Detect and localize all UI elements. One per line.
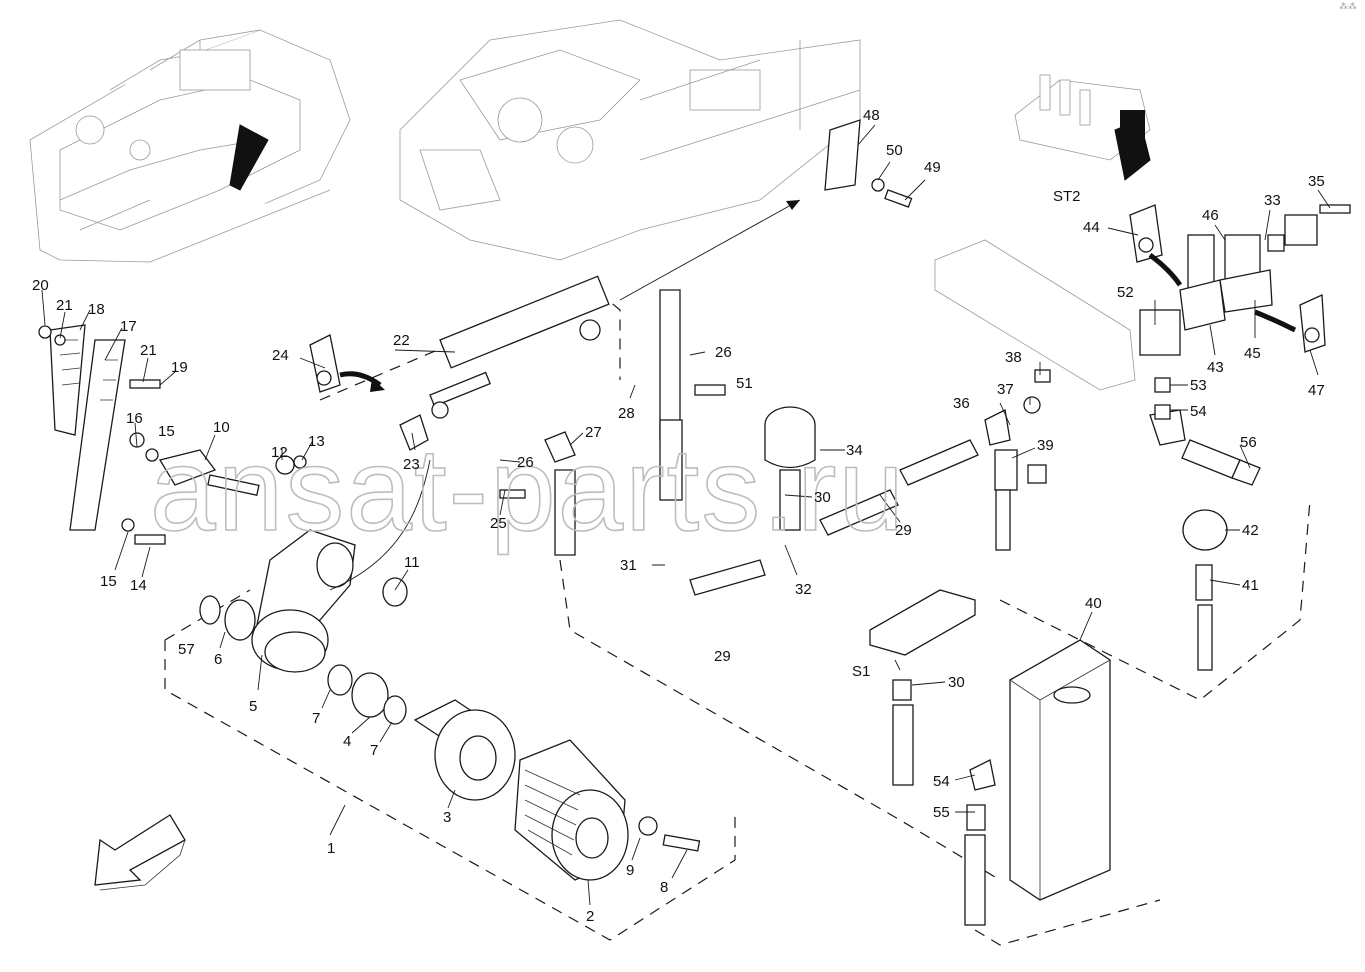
label-s1: S1 xyxy=(852,663,870,680)
label-21a: 21 xyxy=(56,297,73,314)
label-54b: 54 xyxy=(933,773,950,790)
label-46: 46 xyxy=(1202,207,1219,224)
label-15b: 15 xyxy=(100,573,117,590)
label-18: 18 xyxy=(88,301,105,318)
leader-lines xyxy=(41,124,1331,906)
label-15a: 15 xyxy=(158,423,175,440)
shaft-and-pulley xyxy=(413,699,701,881)
label-30b: 30 xyxy=(948,674,965,691)
valve-block-overview xyxy=(1014,74,1151,181)
label-14: 14 xyxy=(130,577,147,594)
label-43: 43 xyxy=(1207,359,1224,376)
label-55: 55 xyxy=(933,804,950,821)
arm-and-bearings xyxy=(199,529,408,725)
label-49: 49 xyxy=(924,159,941,176)
label-32: 32 xyxy=(795,581,812,598)
label-5: 5 xyxy=(249,698,257,715)
label-31: 31 xyxy=(620,557,637,574)
label-34: 34 xyxy=(846,442,863,459)
label-50: 50 xyxy=(886,142,903,159)
label-40: 40 xyxy=(1085,595,1102,612)
callout-labels: 1 2 3 4 5 6 7 7 8 9 10 11 12 13 14 15 15… xyxy=(32,107,1325,925)
label-9: 9 xyxy=(626,862,634,879)
label-26b: 26 xyxy=(517,454,534,471)
label-29b: 29 xyxy=(895,522,912,539)
label-27: 27 xyxy=(585,424,602,441)
label-13: 13 xyxy=(308,433,325,450)
label-57: 57 xyxy=(178,641,195,658)
label-7b: 7 xyxy=(370,742,378,759)
label-54a: 54 xyxy=(1190,403,1207,420)
direction-arrow xyxy=(94,814,186,891)
label-51: 51 xyxy=(736,375,753,392)
label-30a: 30 xyxy=(814,489,831,506)
label-17: 17 xyxy=(120,318,137,335)
label-12: 12 xyxy=(271,444,288,461)
label-44: 44 xyxy=(1083,219,1100,236)
label-7a: 7 xyxy=(312,710,320,727)
label-38: 38 xyxy=(1005,349,1022,366)
label-10: 10 xyxy=(213,419,230,436)
small-hardware-left xyxy=(38,325,307,545)
hydraulic-cylinder xyxy=(329,275,610,591)
hoses-and-fittings xyxy=(554,289,1261,926)
label-35: 35 xyxy=(1308,173,1325,190)
label-20: 20 xyxy=(32,277,49,294)
label-21b: 21 xyxy=(140,342,157,359)
label-22: 22 xyxy=(393,332,410,349)
distribution-block xyxy=(934,239,1136,391)
label-45: 45 xyxy=(1244,345,1261,362)
label-56: 56 xyxy=(1240,434,1257,451)
label-11: 11 xyxy=(404,554,420,571)
label-26a: 26 xyxy=(715,344,732,361)
corner-mark: ⁂⁂ xyxy=(1339,2,1357,12)
label-19: 19 xyxy=(171,359,188,376)
label-37: 37 xyxy=(997,381,1014,398)
block-s1-and-post xyxy=(869,589,1111,901)
valve-assembly xyxy=(1139,204,1351,356)
label-23: 23 xyxy=(403,456,420,473)
label-2: 2 xyxy=(586,908,594,925)
label-53: 53 xyxy=(1190,377,1207,394)
label-6: 6 xyxy=(214,651,222,668)
label-36: 36 xyxy=(953,395,970,412)
label-47: 47 xyxy=(1308,382,1325,399)
label-28: 28 xyxy=(618,405,635,422)
label-4: 4 xyxy=(343,733,351,750)
machine-overview xyxy=(29,29,351,263)
label-48: 48 xyxy=(863,107,880,124)
label-25: 25 xyxy=(490,515,507,532)
label-41: 41 xyxy=(1242,577,1259,594)
frame-overview xyxy=(399,19,861,261)
label-24: 24 xyxy=(272,347,289,364)
label-29a: 29 xyxy=(714,648,731,665)
bracket-icons xyxy=(309,119,1326,393)
label-16: 16 xyxy=(126,410,143,427)
label-8: 8 xyxy=(660,879,668,896)
label-3: 3 xyxy=(443,809,451,826)
label-52: 52 xyxy=(1117,284,1134,301)
label-39: 39 xyxy=(1037,437,1054,454)
label-st2: ST2 xyxy=(1053,188,1081,205)
assembly-outlines xyxy=(164,199,1311,946)
lever-bars xyxy=(49,324,126,531)
label-42: 42 xyxy=(1242,522,1259,539)
label-1: 1 xyxy=(327,840,335,857)
label-33: 33 xyxy=(1264,192,1281,209)
watermark-text: ansat-parts.ru xyxy=(150,424,906,556)
